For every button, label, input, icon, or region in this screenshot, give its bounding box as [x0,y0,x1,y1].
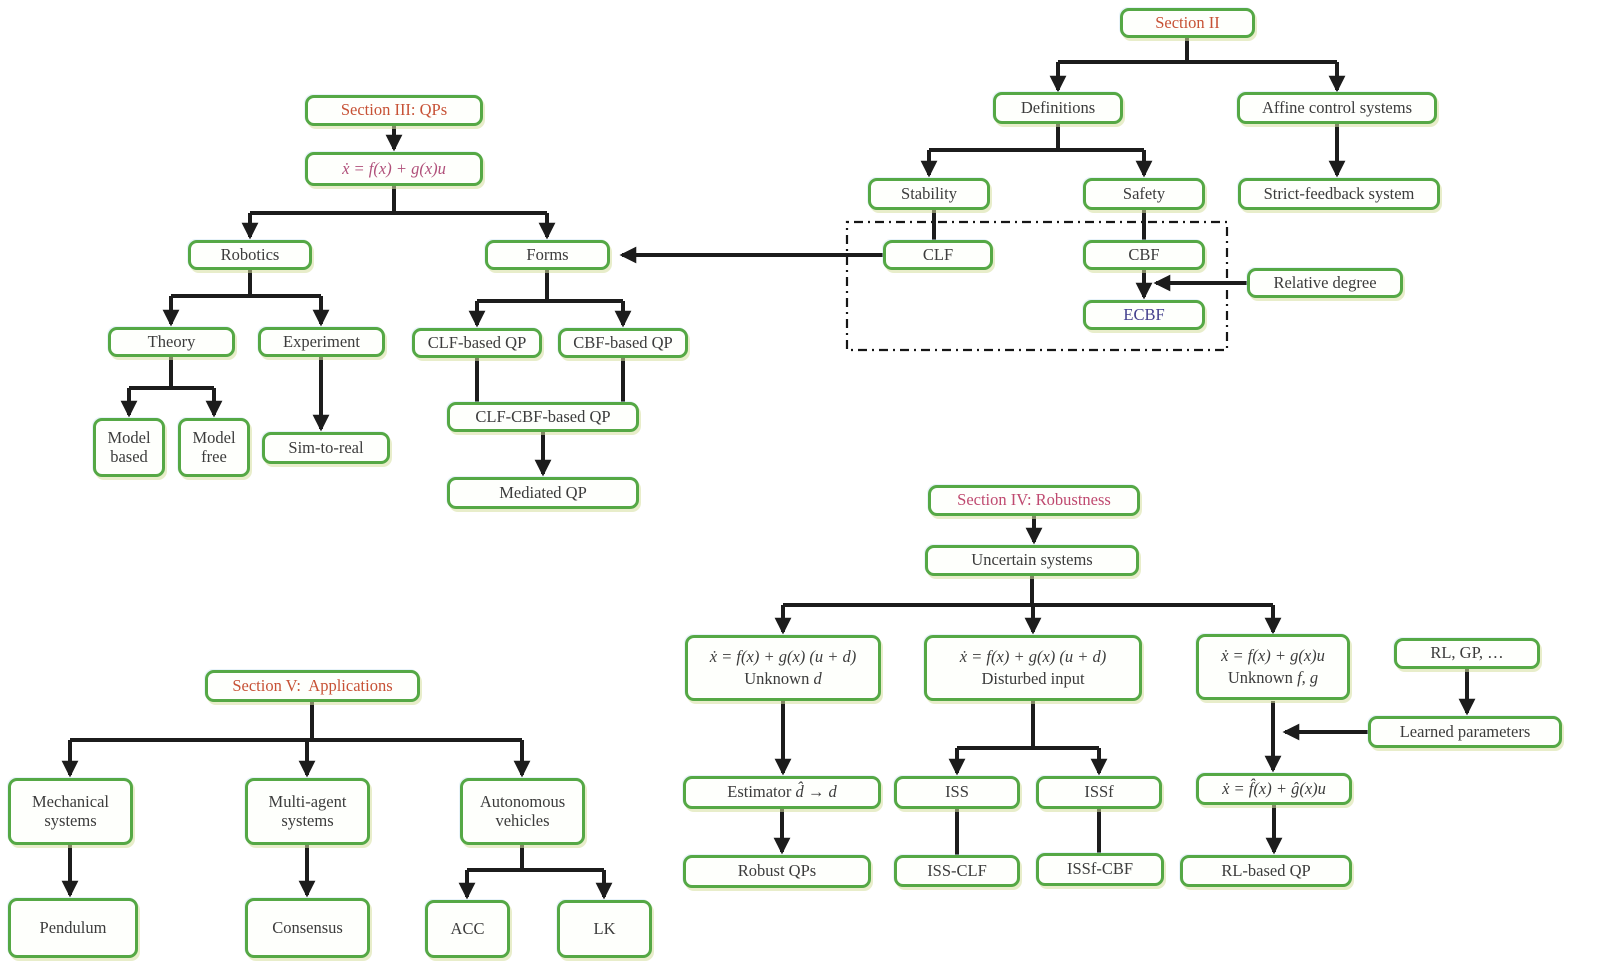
node-multi-agent-systems: Multi-agent systems [245,778,370,845]
node-model-based: Model based [93,418,165,477]
node-mediated-qp: Mediated QP [447,477,639,509]
node-label: Uncertain systems [971,550,1093,570]
node-label: Sim-to-real [288,437,364,457]
node-forms: Forms [485,240,610,270]
node-label: Model free [192,428,240,466]
node-iss-clf: ISS-CLF [894,855,1020,887]
node-unknown-d-system: ẋ = f(x) + g(x) (u + d) Unknown d [685,635,881,701]
node-caption: Unknown f, g [1227,667,1319,687]
clf-cbf-group-dashed-outline [845,220,1229,352]
node-label: Pendulum [39,917,107,937]
node-affine-control-systems: Affine control systems [1237,92,1437,124]
node-robust-qps: Robust QPs [683,855,871,888]
node-unknown-fg-system: ẋ = f(x) + g(x)u Unknown f, g [1196,634,1350,700]
node-iss: ISS [894,776,1020,809]
node-label: CBF [1128,244,1160,264]
node-clf: CLF [883,240,993,270]
node-autonomous-vehicles: Autonomous vehicles [460,778,585,845]
node-caption: Disturbed input [981,668,1085,688]
node-label: Theory [147,331,196,351]
node-mechanical-systems: Mechanical systems [8,778,133,845]
node-equation: ẋ = f(x) + g(x) (u + d) [959,647,1107,667]
node-section-ii: Section II [1120,8,1255,38]
node-learned-system-equation: ẋ = f̂(x) + ĝ(x)u [1196,773,1352,805]
node-label: Mediated QP [499,482,587,502]
node-relative-degree: Relative degree [1247,268,1403,298]
node-label: Robust QPs [737,861,817,881]
node-disturbed-input-system: ẋ = f(x) + g(x) (u + d) Disturbed input [924,635,1142,701]
node-label: ISS-CLF [927,860,987,880]
node-consensus: Consensus [245,898,370,958]
node-caption: Unknown d [744,668,822,688]
node-stability: Stability [868,178,990,210]
node-section-iv: Section IV: Robustness [928,485,1140,516]
node-sim-to-real: Sim-to-real [262,432,390,464]
node-system-equation: ẋ = f(x) + g(x)u [305,152,483,186]
node-label: ISSf-CBF [1066,859,1134,879]
node-acc: ACC [425,900,510,958]
node-ecbf: ECBF [1083,300,1205,330]
node-issf-cbf: ISSf-CBF [1036,853,1164,886]
node-experiment: Experiment [258,327,385,357]
node-label: Autonomous vehicles [479,792,570,830]
node-label: ACC [450,918,485,938]
node-label: Section III: QPs [340,100,448,120]
node-label: LK [593,918,616,938]
node-uncertain-systems: Uncertain systems [925,545,1139,576]
node-label: CBF-based QP [573,332,673,352]
node-label: ẋ = f(x) + g(x)u [342,158,446,178]
node-label: Forms [526,244,569,264]
node-label: Estimator d̂ → d [727,782,837,802]
node-label: Section II [1155,12,1220,32]
node-label: Model based [107,428,155,466]
node-label: Section IV: Robustness [957,490,1111,510]
node-label: Section V: Applications [232,675,393,695]
node-lk: LK [557,900,652,958]
node-issf: ISSf [1036,776,1162,809]
node-equation: ẋ = f(x) + g(x) (u + d) [709,647,857,667]
node-label: RL, GP, … [1430,643,1504,663]
node-label: Definitions [1020,97,1096,117]
node-clf-based-qp: CLF-based QP [412,328,542,358]
node-label: ẋ = f̂(x) + ĝ(x)u [1222,778,1326,798]
node-theory: Theory [108,327,235,357]
node-label: Learned parameters [1399,721,1531,741]
node-model-free: Model free [178,418,250,477]
node-label: CLF-CBF-based QP [475,406,611,426]
node-label: CLF-based QP [427,332,527,352]
node-cbf: CBF [1083,240,1205,270]
node-label: RL-based QP [1221,860,1311,880]
node-label: Experiment [283,331,360,351]
node-cbf-based-qp: CBF-based QP [558,328,688,358]
node-definitions: Definitions [993,92,1123,124]
node-label: Robotics [220,244,280,264]
node-label: ECBF [1123,304,1165,324]
node-section-iii: Section III: QPs [305,95,483,126]
node-label: Consensus [272,917,343,937]
node-label: Stability [901,183,957,203]
node-strict-feedback-system: Strict-feedback system [1238,178,1440,210]
node-safety: Safety [1083,178,1205,210]
node-label: Safety [1122,183,1166,203]
node-label: Strict-feedback system [1263,183,1415,203]
node-robotics: Robotics [188,240,312,270]
node-rl-gp: RL, GP, … [1394,638,1540,669]
node-learned-parameters: Learned parameters [1368,716,1562,748]
node-estimator: Estimator d̂ → d [683,776,881,809]
node-clf-cbf-based-qp: CLF-CBF-based QP [447,402,639,432]
node-section-v: Section V: Applications [205,670,420,702]
node-pendulum: Pendulum [8,898,138,958]
node-label: ISSf [1084,782,1114,802]
node-label: Relative degree [1273,272,1377,292]
node-label: CLF [922,244,954,264]
node-label: Mechanical systems [32,792,114,830]
node-label: Affine control systems [1261,97,1412,117]
node-label: Multi-agent systems [268,792,351,830]
node-equation: ẋ = f(x) + g(x)u [1221,646,1325,666]
node-rl-based-qp: RL-based QP [1180,855,1352,887]
node-label: ISS [945,782,969,802]
